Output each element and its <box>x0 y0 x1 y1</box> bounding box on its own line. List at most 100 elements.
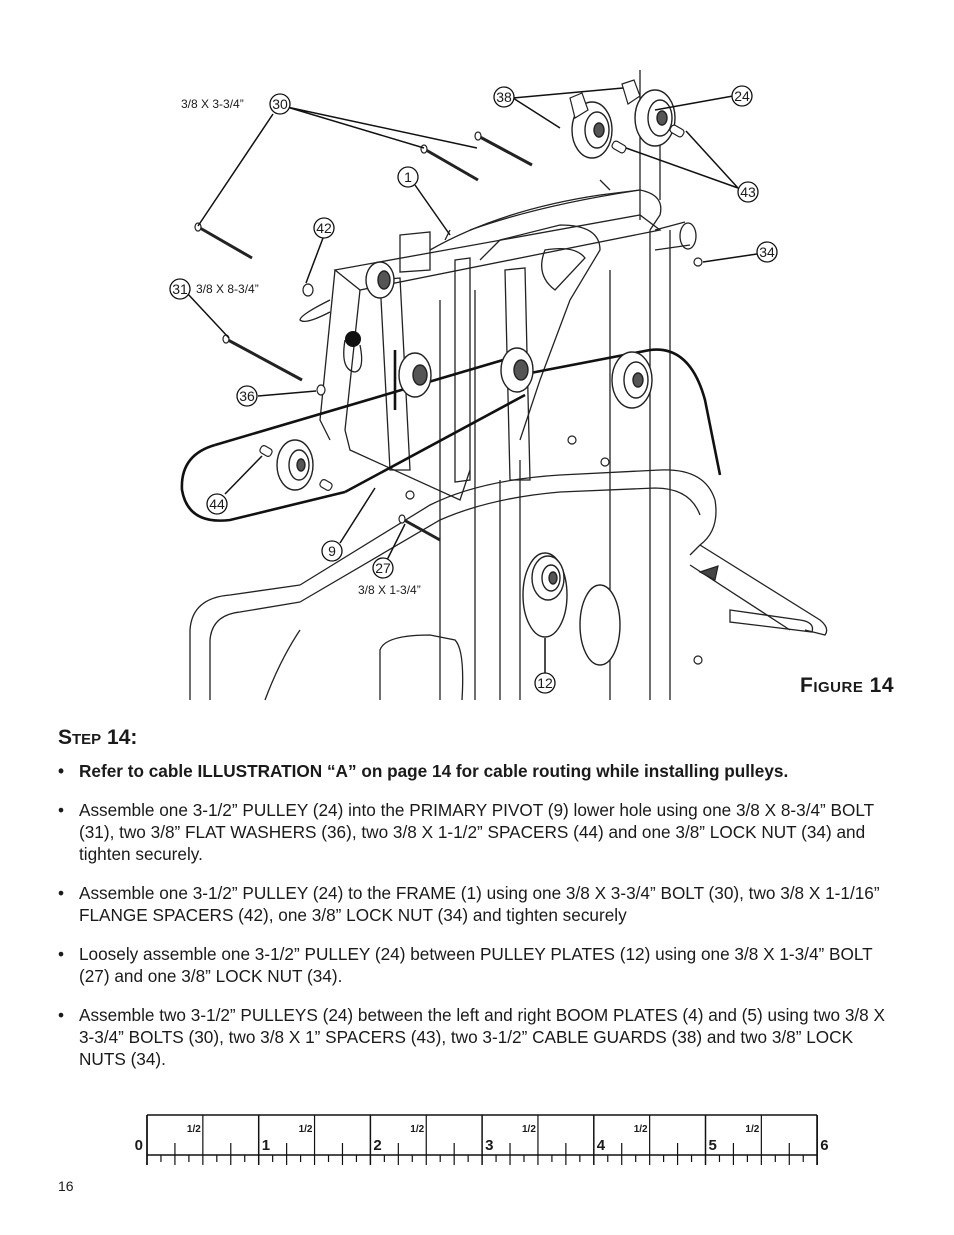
callout-30-number: 30 <box>272 96 288 112</box>
ruler-ticks: 01/211/221/231/241/251/26 <box>135 1115 829 1165</box>
instruction-text: Assemble one 3-1/2” PULLEY (24) into the… <box>79 800 874 864</box>
pulley-upper-right <box>634 89 676 147</box>
instruction-item: • Assemble one 3-1/2” PULLEY (24) to the… <box>58 882 898 926</box>
callout-9 <box>321 540 343 562</box>
callout-34-number: 34 <box>759 244 775 260</box>
ruler-half-label: 1/2 <box>634 1124 648 1135</box>
callout-1 <box>397 166 419 188</box>
instruction-item: • Loosely assemble one 3-1/2” PULLEY (24… <box>58 943 898 987</box>
leader-24 <box>654 95 734 111</box>
instruction-text: Assemble two 3-1/2” PULLEYS (24) between… <box>79 1005 885 1069</box>
pulley-upper-left <box>571 101 613 159</box>
leader-34 <box>702 253 758 263</box>
callout-9-number: 9 <box>328 543 336 559</box>
leader-38 <box>512 87 624 129</box>
ruler-graphic: 01/211/221/231/241/251/26 <box>135 1114 829 1165</box>
leader-30 <box>197 106 478 227</box>
instruction-list: • Refer to cable ILLUSTRATION “A” on pag… <box>58 760 898 1087</box>
callout-24 <box>731 85 753 107</box>
ruler-inch-label: 3 <box>485 1137 493 1154</box>
leader-42 <box>305 237 324 284</box>
bolt-31 <box>222 334 303 382</box>
callout-34 <box>756 241 778 263</box>
callout-42-number: 42 <box>316 220 332 236</box>
instruction-item: • Refer to cable ILLUSTRATION “A” on pag… <box>58 760 898 782</box>
callout-38-number: 38 <box>496 89 512 105</box>
instruction-item: • Assemble two 3-1/2” PULLEYS (24) betwe… <box>58 1004 898 1070</box>
callout-44 <box>206 493 228 515</box>
step-heading: Step 14: <box>58 726 138 749</box>
lower-handle-outline <box>189 584 301 700</box>
bolt-31-size-label: 3/8 X 8-3/4” <box>196 282 259 296</box>
bolt-30-lower <box>194 222 253 260</box>
bolt-30-size-label: 3/8 X 3-3/4” <box>181 97 244 111</box>
ruler-half-label: 1/2 <box>745 1124 759 1135</box>
primary-pivot <box>479 224 601 441</box>
cable-loop <box>180 348 722 522</box>
pulley-plates-assembly <box>522 552 621 666</box>
ruler-inch-label: 6 <box>820 1137 828 1154</box>
callout-36 <box>236 385 258 407</box>
callout-42 <box>313 217 335 239</box>
instruction-text: Loosely assemble one 3-1/2” PULLEY (24) … <box>79 944 873 986</box>
callout-44-number: 44 <box>209 496 225 512</box>
bullet: • <box>58 944 65 964</box>
pivot-shaft-end <box>679 222 697 250</box>
cable-guard-right <box>621 79 641 105</box>
pop-pin-knob <box>345 331 361 347</box>
ruler-inch-label: 5 <box>709 1137 717 1154</box>
seat-outline <box>379 634 464 701</box>
callout-38 <box>493 86 515 108</box>
page-number: 16 <box>58 1178 74 1194</box>
callout-1-number: 1 <box>404 169 412 185</box>
pulley-frame <box>365 261 395 299</box>
callout-31-number: 31 <box>172 281 188 297</box>
leader-36 <box>257 390 317 397</box>
flange-spacer-42 <box>302 283 314 297</box>
ruler-inch-label: 2 <box>373 1137 381 1154</box>
leader-43 <box>625 130 739 189</box>
pop-pin <box>299 299 331 323</box>
assembly-figure: 30 38 24 1 43 42 34 31 36 44 9 27 12 3/8… <box>169 70 828 701</box>
bolt-27 <box>398 514 441 542</box>
instruction-text: Refer to cable ILLUSTRATION “A” on page … <box>79 761 789 781</box>
figure-caption: Figure 14 <box>800 674 895 697</box>
adjustment-knob <box>698 565 719 581</box>
bolt-27-size-label: 3/8 X 1-3/4” <box>358 583 421 597</box>
exploded-view-drawing: 30 38 24 1 43 42 34 31 36 44 9 27 12 3/8… <box>169 70 828 701</box>
callout-43-number: 43 <box>740 184 756 200</box>
callout-24-number: 24 <box>734 88 750 104</box>
lock-nuts-34 <box>405 257 703 665</box>
callout-31 <box>169 278 191 300</box>
leader-1 <box>414 184 451 236</box>
cable-guard-left <box>569 92 589 119</box>
callout-27-number: 27 <box>375 560 391 576</box>
ruler-half-label: 1/2 <box>410 1124 424 1135</box>
callout-36-number: 36 <box>239 388 255 404</box>
callout-12 <box>534 672 556 694</box>
ruler-inch-label: 0 <box>135 1137 143 1154</box>
instruction-text: Assemble one 3-1/2” PULLEY (24) to the F… <box>79 883 880 925</box>
bullet: • <box>58 1005 65 1025</box>
spacers-44 <box>259 445 333 491</box>
callout-12-number: 12 <box>537 675 553 691</box>
pulley-right <box>611 351 653 409</box>
right-handle <box>729 609 814 633</box>
callout-43 <box>737 181 759 203</box>
instruction-item: • Assemble one 3-1/2” PULLEY (24) into t… <box>58 799 898 865</box>
callout-30 <box>269 93 291 115</box>
leader-27 <box>386 523 406 561</box>
ruler-inch-label: 1 <box>262 1137 270 1154</box>
bullet: • <box>58 800 65 820</box>
bullet: • <box>58 761 65 781</box>
press-arm-bar <box>299 469 716 586</box>
leader-9 <box>339 487 376 544</box>
ruler-inch-label: 4 <box>597 1137 606 1154</box>
pulley-middle-left <box>398 352 432 398</box>
callout-27 <box>372 557 394 579</box>
ruler-half-label: 1/2 <box>522 1124 536 1135</box>
top-boom <box>429 189 662 251</box>
bullet: • <box>58 883 65 903</box>
pulley-left-pivot <box>276 439 314 491</box>
ruler-half-label: 1/2 <box>187 1124 201 1135</box>
